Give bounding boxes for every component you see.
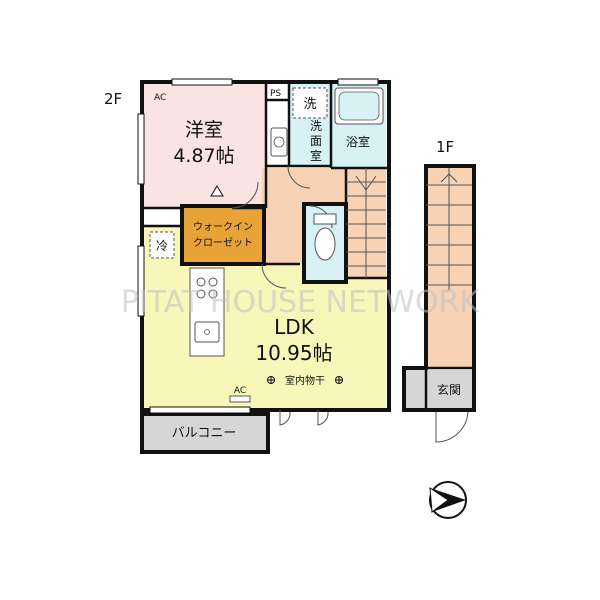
balcony-name: バルコニー [172, 426, 237, 441]
bathroom-name: 浴室 [346, 134, 370, 149]
western-room-size: 4.87帖 [173, 145, 234, 167]
closet-walls [180, 204, 266, 266]
sink-drain [204, 329, 210, 335]
entrance-fill [404, 370, 472, 410]
washbasin-drain [273, 136, 285, 148]
entry-arrow-icon [210, 185, 224, 197]
washroom-name: 洗面室 [310, 119, 322, 163]
sink-icon [194, 321, 220, 343]
compass-icon [429, 481, 467, 519]
closet-line1: ウォークイン [193, 221, 253, 233]
staircase-2f [346, 168, 386, 278]
closet-fill [182, 206, 264, 264]
balcony-walls [140, 412, 270, 454]
fridge-label: 冷 [156, 239, 168, 253]
stove-icon [196, 277, 218, 299]
washing-machine-box [292, 87, 328, 119]
ac-unit-icon [229, 395, 251, 403]
outer-walls-1f [402, 164, 476, 412]
indoor-drying-label: 室内物干 [285, 374, 325, 387]
windows-2f [137, 78, 379, 414]
western-room-name: 洋室 [185, 119, 223, 141]
balcony-fill [142, 416, 266, 450]
indoor-drying-icons [267, 376, 343, 384]
washbasin-icon [270, 127, 288, 157]
ac-ldk-label: AC [234, 386, 246, 396]
fridge-box [149, 231, 175, 259]
bathtub-inner [338, 91, 380, 121]
washroom-icon-label: 洗 [303, 97, 316, 112]
floor-label-2f: 2F [104, 90, 122, 108]
watermark: PITAT HOUSE NETWORK [121, 285, 480, 320]
ldk-name: LDK [274, 315, 315, 339]
door-swings [231, 165, 469, 443]
ps-label: PS [270, 89, 281, 99]
staircase-1f [426, 168, 472, 290]
ldk-size: 10.95帖 [255, 341, 332, 365]
western-room-fill [142, 84, 266, 208]
floor-label-1f: 1F [436, 138, 454, 156]
closet-line2: クローゼット [193, 237, 253, 249]
entrance-name: 玄関 [437, 382, 461, 397]
toilet-walls [302, 202, 348, 284]
toilet-tank [313, 213, 337, 225]
ac-bedroom-label: AC [154, 93, 166, 103]
toilet-icon [314, 227, 336, 261]
